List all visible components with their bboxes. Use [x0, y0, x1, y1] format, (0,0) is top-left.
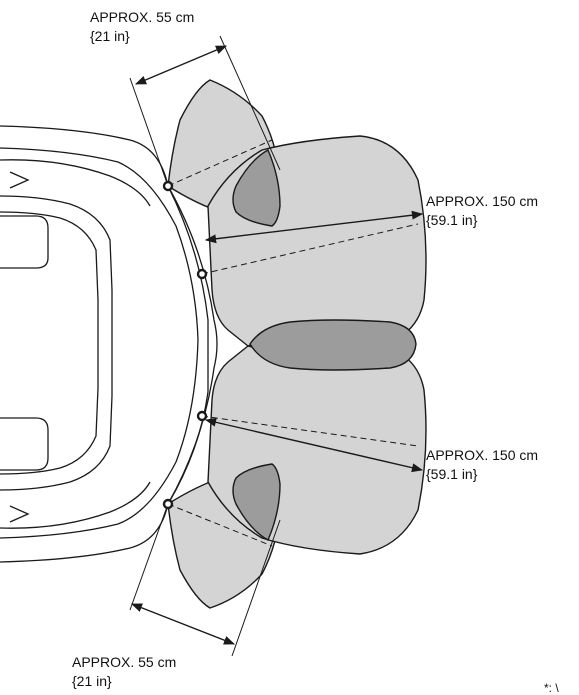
vehicle-body	[0, 125, 209, 563]
door-mark-lower	[9, 505, 30, 523]
sensor-corner-upper	[162, 180, 174, 192]
windshield-outline	[0, 195, 113, 491]
sensor-corner-lower	[162, 498, 174, 510]
label-bottom-side-imperial: {21 in}	[72, 673, 112, 689]
label-bottom-side-metric: APPROX. 55 cm	[72, 654, 177, 670]
dimension-top-side	[134, 45, 228, 85]
zone-front-upper	[207, 135, 427, 347]
overlap-center	[249, 319, 417, 371]
label-top-side-imperial: {21 in}	[90, 28, 130, 44]
label-front-upper-imperial: {59.1 in}	[426, 212, 478, 228]
overlap-zones	[232, 149, 417, 541]
label-front-lower-distance: APPROX. 150 cm {59.1 in}	[426, 446, 538, 484]
door-mark-upper	[9, 171, 30, 189]
dimension-bottom-side	[130, 603, 236, 645]
vehicle-hood-line	[0, 147, 199, 539]
label-front-lower-metric: APPROX. 150 cm	[426, 447, 539, 463]
label-top-side-distance: APPROX. 55 cm {21 in}	[90, 8, 194, 46]
sensor-center-upper	[196, 268, 208, 280]
label-front-upper-metric: APPROX. 150 cm	[426, 193, 539, 209]
sensors	[162, 180, 208, 510]
footnote-marker: *: \	[544, 681, 559, 695]
label-top-side-metric: APPROX. 55 cm	[90, 9, 195, 25]
vehicle-outline	[0, 125, 218, 563]
front-bumper	[167, 185, 218, 505]
zone-front-lower	[207, 345, 427, 555]
label-bottom-side-distance: APPROX. 55 cm {21 in}	[72, 653, 176, 691]
sensor-center-lower	[196, 410, 208, 422]
extension-lines	[129, 35, 281, 657]
label-front-lower-imperial: {59.1 in}	[426, 466, 478, 482]
dimension-front-lower	[204, 417, 424, 473]
dimension-front-upper	[204, 210, 424, 244]
dimension-arrows	[130, 45, 424, 645]
label-front-upper-distance: APPROX. 150 cm {59.1 in}	[426, 192, 538, 230]
